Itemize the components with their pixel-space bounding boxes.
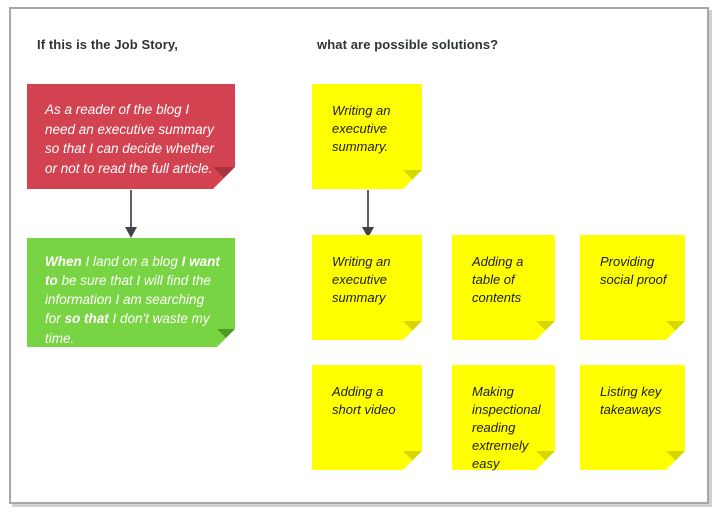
solution-note-text: Adding a short video [332, 384, 396, 417]
folded-corner-icon [403, 321, 422, 340]
text-run: I don't waste my time. [45, 311, 210, 346]
solution-note-1[interactable]: Writing an executive summary [312, 235, 422, 340]
emphasis-run: I want to [45, 254, 220, 289]
text-run: be sure that I will find the information… [45, 273, 211, 327]
folded-corner-icon [217, 329, 235, 347]
solution-note-5[interactable]: Making inspectional reading extremely ea… [452, 365, 555, 471]
column-heading-solutions: what are possible solutions? [317, 37, 499, 52]
job-story-reframed-card[interactable]: When I land on a blog I want to be sure … [27, 238, 235, 347]
folded-corner-icon [403, 451, 422, 470]
job-story-problem-text: As a reader of the blog I need an execut… [45, 102, 214, 176]
folded-corner-icon [536, 451, 555, 470]
folded-corner-icon [666, 321, 685, 340]
solution-note-6[interactable]: Listing key takeaways [580, 365, 685, 470]
job-story-reframed-text: When I land on a blog I want to be sure … [45, 252, 221, 348]
arrow-problem-to-reframe [123, 190, 139, 240]
arrow-head-icon [362, 227, 374, 238]
solution-note-3[interactable]: Providing social proof [580, 235, 685, 340]
solution-note-text: Listing key takeaways [600, 384, 662, 417]
solution-note-text: Writing an executive summary [332, 254, 391, 305]
card-background [27, 238, 235, 347]
folded-corner-icon [536, 321, 555, 340]
job-story-problem-card[interactable]: As a reader of the blog I need an execut… [27, 84, 235, 189]
solution-seed-note-text: Writing an executive summary. [332, 103, 391, 154]
text-run: I land on a blog [81, 254, 182, 269]
solution-note-text: Providing social proof [600, 254, 667, 287]
emphasis-run: so that [64, 311, 109, 327]
arrow-seed-to-solutions [360, 190, 376, 240]
arrow-head-icon [125, 227, 137, 238]
solution-note-text: Adding a table of contents [472, 254, 524, 305]
column-heading-job-story: If this is the Job Story, [37, 37, 178, 52]
solution-note-4[interactable]: Adding a short video [312, 365, 422, 470]
solution-note-2[interactable]: Adding a table of contents [452, 235, 555, 340]
folded-corner-icon [666, 451, 685, 470]
solution-note-text: Making inspectional reading extremely ea… [472, 384, 541, 471]
folded-corner-icon [403, 170, 422, 189]
solution-seed-note[interactable]: Writing an executive summary. [312, 84, 422, 189]
diagram-frame: If this is the Job Story, what are possi… [9, 7, 709, 504]
arrow-shaft [367, 190, 369, 229]
arrow-shaft [130, 190, 132, 229]
card-background [27, 84, 235, 189]
emphasis-run: When [45, 254, 82, 269]
folded-corner-icon [213, 167, 235, 189]
